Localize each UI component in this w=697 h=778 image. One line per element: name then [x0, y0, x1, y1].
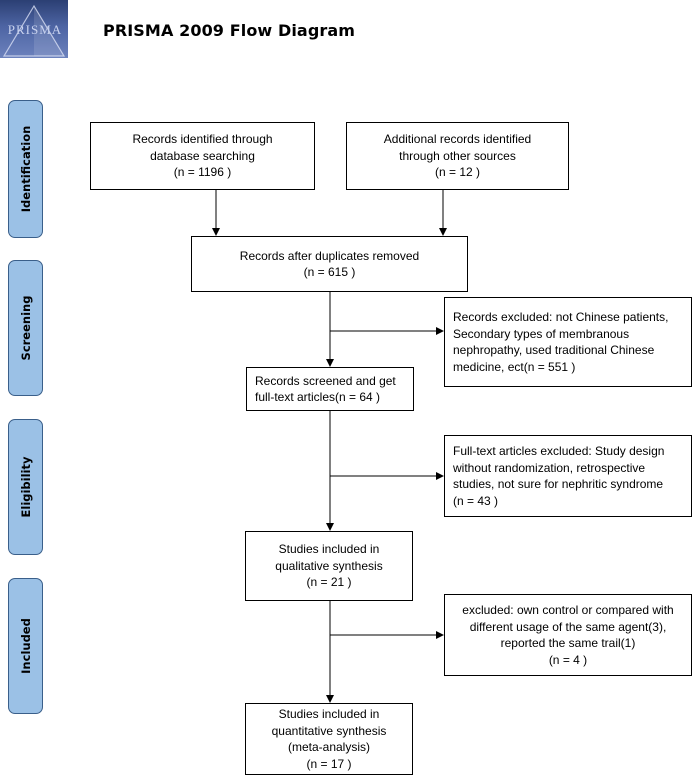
box-other-excluded: excluded: own control or compared with d… [444, 594, 692, 676]
box-qualitative-synthesis: Studies included in qualitative synthesi… [245, 531, 413, 601]
box-qualitative-synthesis-text: Studies included in qualitative synthesi… [275, 542, 383, 590]
box-quantitative-synthesis-text: Studies included in quantitative synthes… [271, 707, 387, 771]
box-fulltext-excluded-text: Full-text articles excluded: Study desig… [453, 444, 665, 508]
prisma-logo: PRISMA [0, 0, 68, 58]
box-records-screened-text: Records screened and get full-text artic… [255, 373, 396, 405]
stage-identification: Identification [8, 100, 43, 238]
box-fulltext-excluded: Full-text articles excluded: Study desig… [444, 435, 692, 517]
box-other-sources: Additional records identified through ot… [346, 122, 569, 190]
box-records-screened: Records screened and get full-text artic… [246, 367, 414, 411]
box-other-excluded-text: excluded: own control or compared with d… [462, 603, 674, 667]
box-records-excluded-text: Records excluded: not Chinese patients, … [453, 310, 669, 374]
box-database-records: Records identified through database sear… [90, 122, 315, 190]
box-other-sources-text: Additional records identified through ot… [383, 132, 532, 180]
box-records-excluded: Records excluded: not Chinese patients, … [444, 297, 692, 387]
page-title: PRISMA 2009 Flow Diagram [103, 21, 356, 40]
box-after-duplicates: Records after duplicates removed (n = 61… [191, 236, 468, 292]
stage-eligibility: Eligibility [8, 419, 43, 555]
box-after-duplicates-text: Records after duplicates removed (n = 61… [239, 248, 420, 280]
box-quantitative-synthesis: Studies included in quantitative synthes… [245, 703, 413, 775]
stage-included: Included [8, 578, 43, 714]
stage-screening: Screening [8, 260, 43, 396]
box-database-records-text: Records identified through database sear… [132, 132, 273, 180]
logo-text: PRISMA [7, 22, 63, 37]
prisma-logo-triangle [2, 4, 66, 57]
